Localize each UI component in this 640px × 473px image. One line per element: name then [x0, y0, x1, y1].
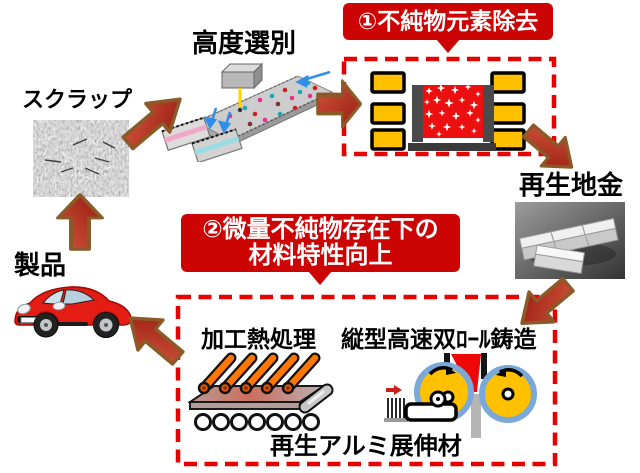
metal-block-stack-left — [370, 71, 406, 151]
step1-banner-text: ①不純物元素除去 — [357, 8, 539, 35]
thermo-label: 加工熱処理 — [201, 326, 316, 352]
particle-dots — [227, 80, 318, 127]
product-label: 製品 — [14, 250, 67, 280]
arrow-processing-to-product — [128, 316, 185, 366]
casting-label: 縦型高速双ﾛｰﾙ鋳造 — [341, 326, 537, 352]
step2-banner-tail — [308, 271, 332, 285]
twin-roll-caster-illustration — [384, 353, 537, 438]
ingot-label: 再生地金 — [519, 170, 624, 200]
car-illustration — [14, 286, 132, 338]
step2-banner-line2: 材料特性向上 — [248, 242, 393, 269]
bottom-rollers — [194, 413, 320, 431]
arrow-removal-to-ingot — [521, 123, 574, 169]
heated-rods — [197, 352, 321, 395]
metal-block-stack-right — [490, 71, 526, 151]
furnace-illustration — [370, 71, 526, 151]
sorting-machine-illustration — [161, 62, 334, 162]
collection-bin-2 — [191, 128, 243, 162]
strip-coiler — [384, 385, 458, 422]
sorting-label: 高度選別 — [192, 28, 297, 58]
step1-banner-tail — [436, 39, 460, 53]
scrap-photo — [33, 120, 129, 197]
arrow-ingot-to-processing — [520, 276, 575, 326]
arrow-product-to-scrap — [56, 193, 104, 251]
step2-banner-line1: ②微量不純物存在下の — [202, 216, 439, 244]
step2-banner: ②微量不純物存在下の 材料特性向上 — [181, 214, 460, 285]
feeder-box — [220, 62, 264, 90]
exit-roller — [298, 383, 334, 414]
arrow-scrap-to-sorting — [121, 97, 182, 151]
collection-bin-1 — [161, 116, 211, 152]
scrap-label: スクラップ — [22, 87, 133, 112]
flow-arrows — [203, 70, 331, 134]
ingot-photo — [515, 202, 625, 279]
ingot-front — [533, 244, 586, 275]
material-property-dashed-box — [175, 294, 558, 467]
rolling-mill-illustration — [188, 352, 334, 431]
arrow-sorting-to-removal — [316, 79, 362, 129]
wrought-label: 再生アルミ展伸材 — [270, 433, 462, 460]
step1-banner: ①不純物元素除去 — [343, 3, 553, 53]
